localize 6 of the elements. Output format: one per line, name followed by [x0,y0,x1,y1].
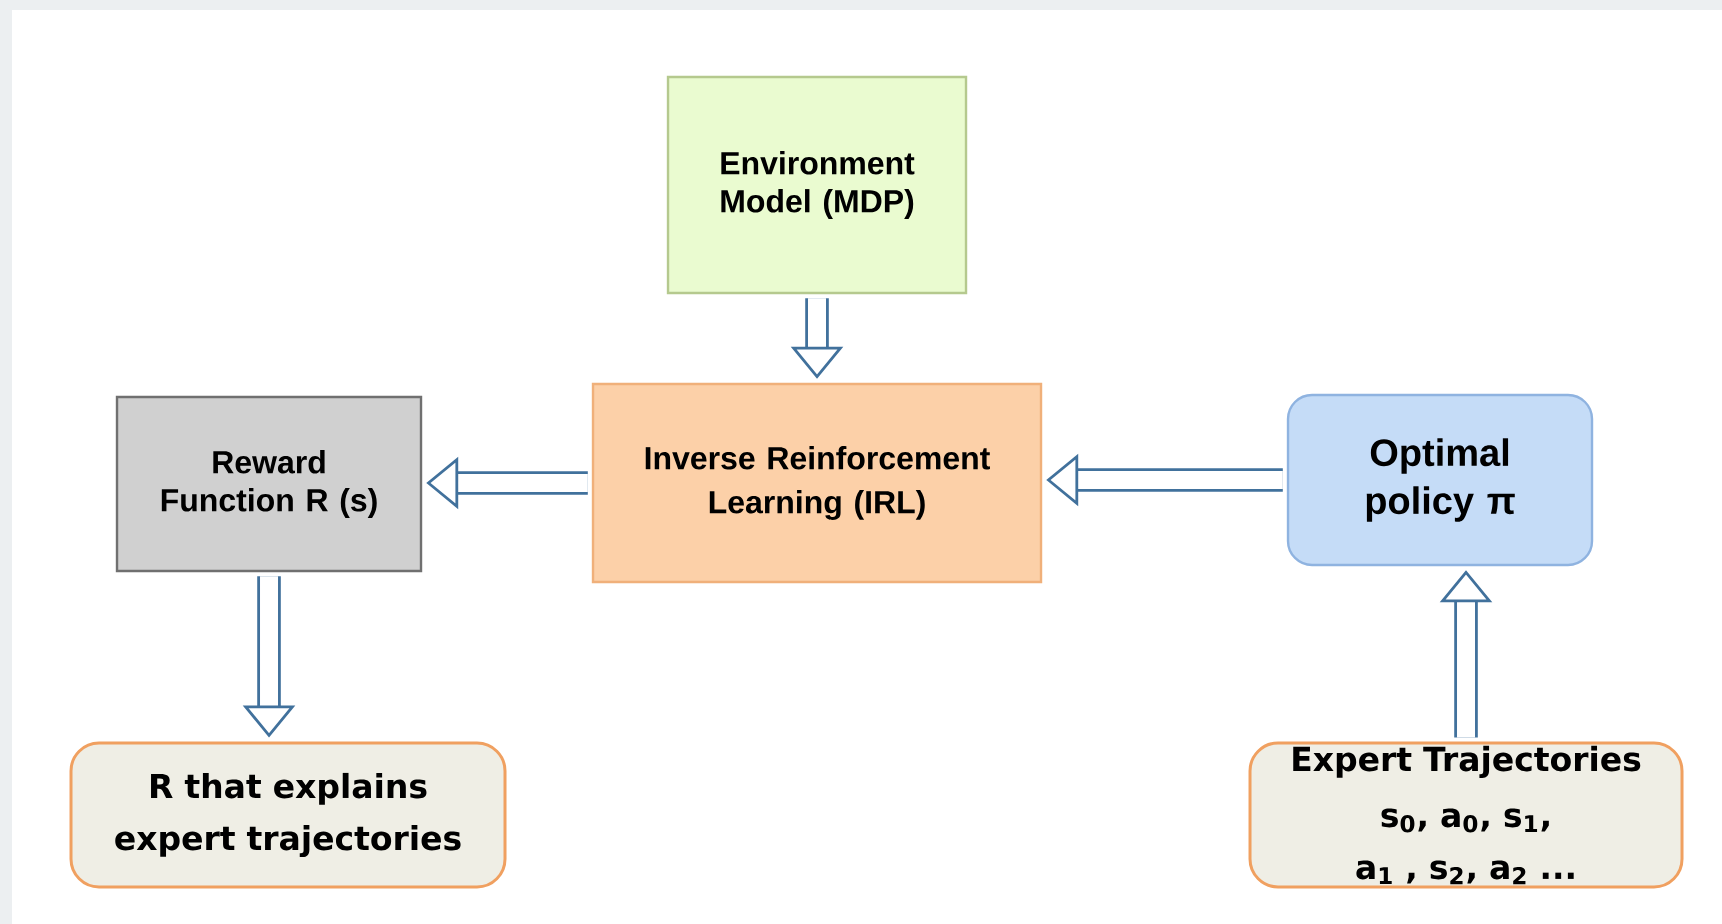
process-box: Inverse Reinforcement Learning (IRL) [591,382,1043,584]
output-box: Reward Function R (s) [115,395,423,573]
rounded-box: R that explains expert trajectories [69,741,507,889]
input-box: Optimal policy π [1286,393,1594,567]
model-box: Environment Model (MDP) [666,75,968,295]
rounded-box: Expert Trajectories s$_{0}$, a$_{0}$, s$_{1}$, a$_{1}$ , s$_{2}$, a$_{2}$ ... [1248,741,1684,889]
